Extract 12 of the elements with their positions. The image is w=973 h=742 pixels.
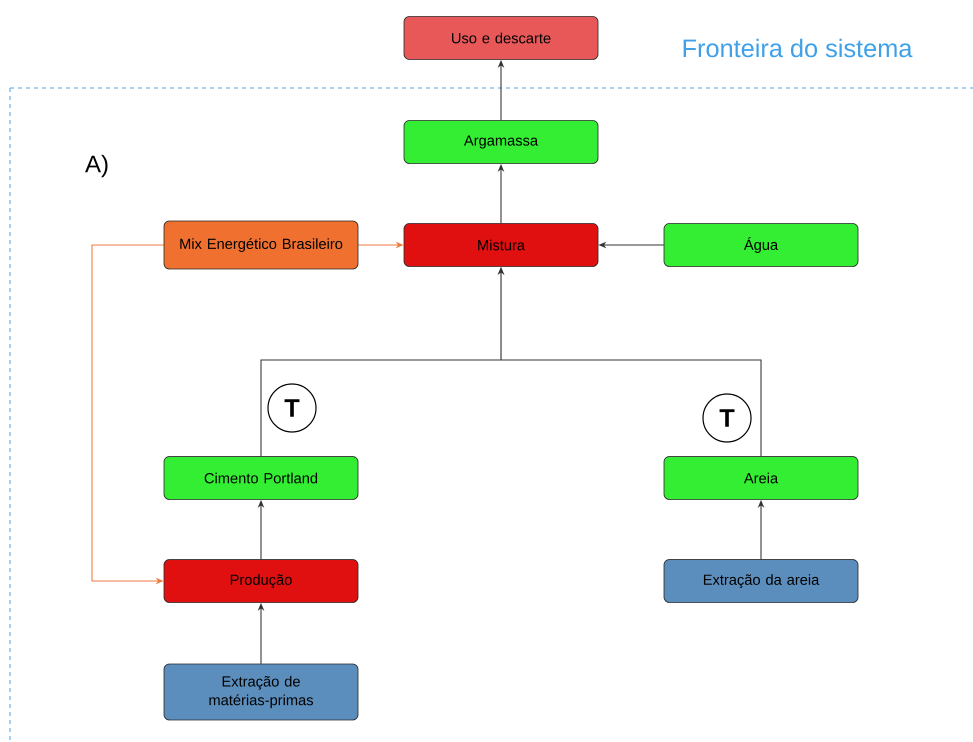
product-box: Argamassa: [404, 120, 598, 164]
process-box: Produção: [164, 559, 358, 603]
input-box: Água: [664, 223, 858, 267]
product-box: Cimento Portland: [164, 456, 358, 500]
process-box: Mistura: [404, 223, 598, 267]
extraction-box: Extração de matérias-primas: [164, 664, 358, 720]
input-box: Mix Energético Brasileiro: [164, 220, 358, 270]
extraction-box: Extração da areia: [664, 559, 858, 603]
process-box: Uso e descarte: [404, 16, 598, 60]
product-box: Areia: [664, 456, 858, 500]
panel-label: A): [85, 154, 108, 178]
boundary-label: Fronteira do sistema: [684, 38, 912, 58]
